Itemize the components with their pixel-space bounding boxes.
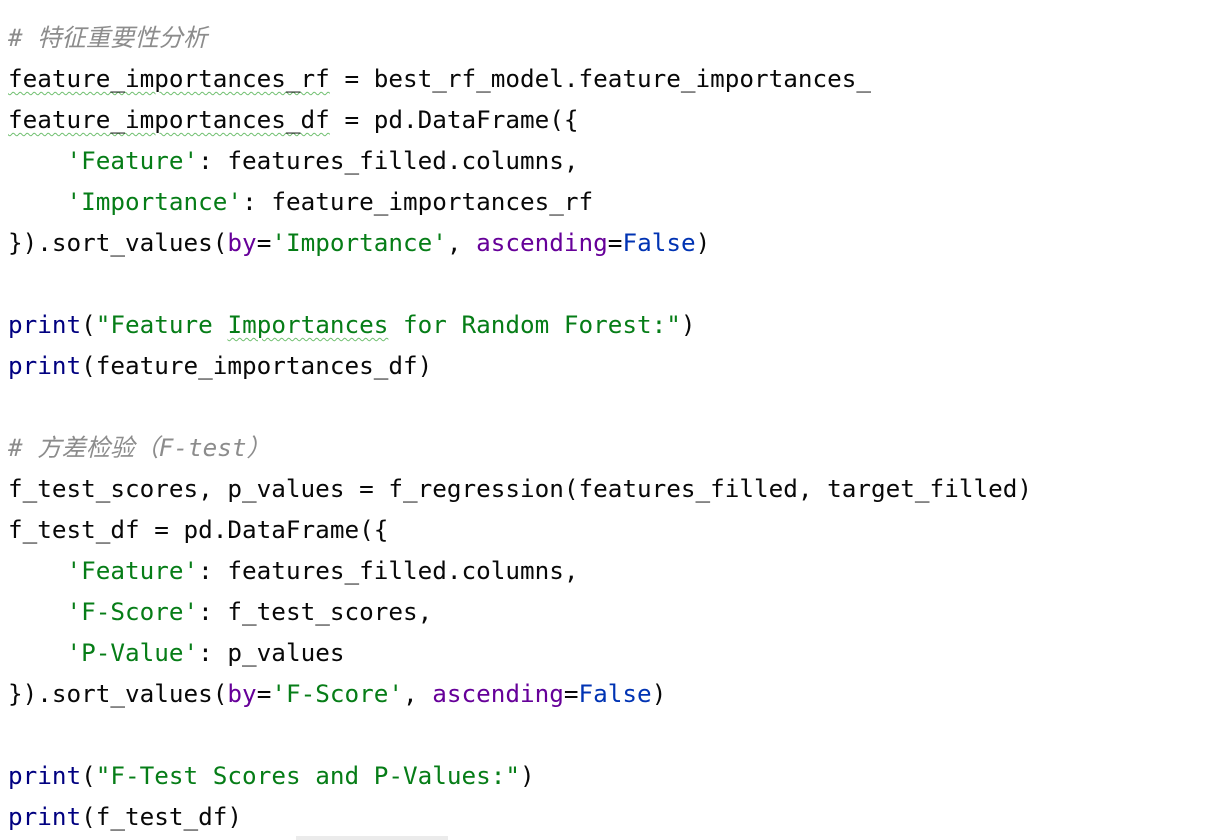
code-token: = — [256, 228, 272, 257]
code-token: by — [227, 679, 257, 708]
code-token: 'Importance' — [66, 187, 243, 216]
code-token: "Feature — [95, 310, 228, 339]
code-token: , — [402, 679, 433, 708]
code-line[interactable]: 'Feature': features_filled.columns, — [8, 554, 579, 588]
code-token — [8, 146, 67, 175]
code-token: # 方差检验（F-test） — [8, 433, 271, 462]
code-token: ascending — [432, 679, 564, 708]
code-token: print — [8, 351, 82, 380]
code-token: f_test_scores, p_values = f_regression(f… — [8, 474, 1032, 503]
code-token: ( — [81, 310, 96, 339]
code-token: 'Importance' — [271, 228, 447, 257]
code-line[interactable]: 'P-Value': p_values — [8, 636, 345, 670]
code-token: False — [622, 228, 696, 257]
code-token — [8, 187, 67, 216]
code-token: f_test_df = pd.DataFrame({ — [8, 515, 389, 544]
code-token: ( — [81, 761, 96, 790]
code-token: : f_test_scores, — [198, 597, 433, 626]
code-token: print — [8, 802, 82, 831]
code-token — [8, 597, 67, 626]
code-token — [8, 556, 67, 585]
code-token: print — [8, 761, 82, 790]
code-line[interactable]: 'Importance': feature_importances_rf — [8, 185, 594, 219]
code-line[interactable]: }).sort_values(by='Importance', ascendin… — [8, 226, 710, 260]
code-token: "F-Test Scores and P-Values:" — [95, 761, 520, 790]
code-token: = — [563, 679, 579, 708]
code-token: : feature_importances_rf — [242, 187, 594, 216]
code-token: ) — [520, 761, 535, 790]
code-token: False — [578, 679, 652, 708]
code-line[interactable]: # 方差检验（F-test） — [8, 431, 271, 465]
code-line[interactable]: # 特征重要性分析 — [8, 21, 207, 55]
code-token: for Random Forest:" — [388, 310, 681, 339]
code-line[interactable]: feature_importances_rf = best_rf_model.f… — [8, 62, 871, 96]
code-token: = — [607, 228, 623, 257]
code-token: # 特征重要性分析 — [8, 23, 208, 52]
code-token: : features_filled.columns, — [198, 556, 579, 585]
code-token: 'Feature' — [66, 146, 199, 175]
code-token: = best_rf_model.feature_importances_ — [329, 64, 872, 93]
code-line[interactable]: feature_importances_df = pd.DataFrame({ — [8, 103, 579, 137]
code-token: Importances — [227, 310, 389, 339]
code-token: : features_filled.columns, — [198, 146, 579, 175]
code-token: 'P-Value' — [66, 638, 199, 667]
code-token: (f_test_df) — [81, 802, 243, 831]
code-token: ) — [651, 679, 667, 708]
code-token: , — [446, 228, 477, 257]
code-token: }).sort_values( — [8, 228, 228, 257]
code-line[interactable]: print("F-Test Scores and P-Values:") — [8, 759, 535, 793]
code-token: 'F-Score' — [66, 597, 199, 626]
code-token: : p_values — [198, 638, 345, 667]
code-token: (feature_importances_df) — [81, 351, 433, 380]
code-token: ) — [680, 310, 696, 339]
code-line[interactable]: print(f_test_df) — [8, 800, 242, 834]
code-token: 'Feature' — [66, 556, 199, 585]
code-token — [8, 638, 67, 667]
code-line[interactable]: }).sort_values(by='F-Score', ascending=F… — [8, 677, 666, 711]
code-token: 'F-Score' — [271, 679, 403, 708]
code-line[interactable]: print("Feature Importances for Random Fo… — [8, 308, 696, 342]
code-token: by — [227, 228, 257, 257]
code-token: = — [256, 679, 272, 708]
horizontal-scrollbar-thumb[interactable] — [296, 836, 448, 840]
code-token: }).sort_values( — [8, 679, 228, 708]
code-token: = pd.DataFrame({ — [329, 105, 579, 134]
code-line[interactable]: f_test_scores, p_values = f_regression(f… — [8, 472, 1032, 506]
code-token: feature_importances_df — [8, 105, 330, 134]
code-token: print — [8, 310, 82, 339]
code-line[interactable]: f_test_df = pd.DataFrame({ — [8, 513, 388, 547]
code-line[interactable]: 'Feature': features_filled.columns, — [8, 144, 579, 178]
code-token: ascending — [476, 228, 608, 257]
code-line[interactable]: 'F-Score': f_test_scores, — [8, 595, 433, 629]
code-line[interactable]: print(feature_importances_df) — [8, 349, 432, 383]
code-token: ) — [695, 228, 711, 257]
code-token: feature_importances_rf — [8, 64, 330, 93]
